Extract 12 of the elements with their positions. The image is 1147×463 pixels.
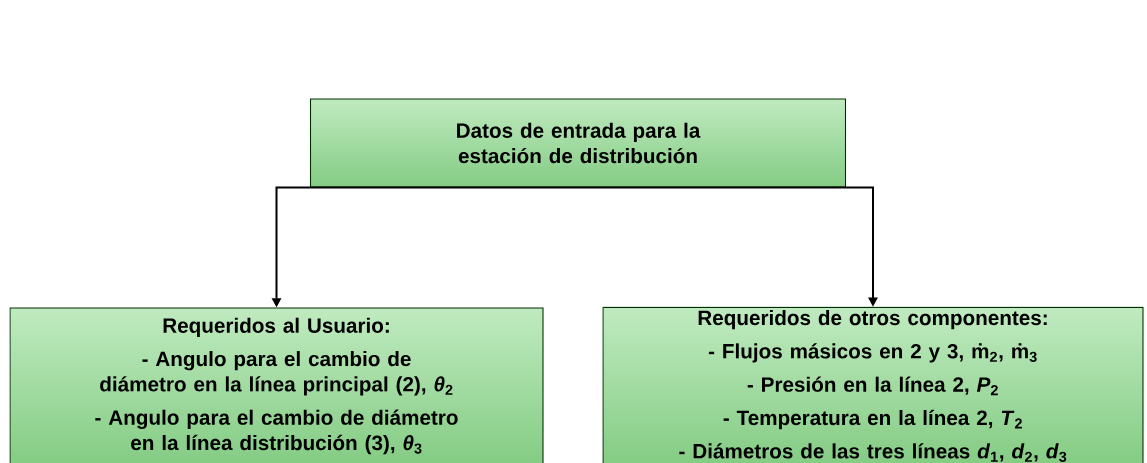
box-heading: Requeridos de otros componentes: [698,310,1047,330]
list-item: - Flujos másicos en 2 y 3, ṁ$_{2}$, ṁ$_{3}$ [708,343,1037,363]
list-item: - Angulo para el cambio de diámetro en la línea principal (2), θ$_{2}$ [100,351,453,396]
list-item: - Presión en la línea 2, P$_{2}$ [747,376,998,396]
box-heading: Requeridos al Usuario: [163,317,389,337]
process-box [9,307,544,463]
list-item: - Angulo para el cambio de diámetro en la línea distribución (3), θ$_{3}$ [95,409,458,455]
process-box [602,306,1144,463]
list-item: - Diámetros de las tres líneas d$_{1}$, d$_{2}$, d$_{3}$ [679,443,1067,462]
box-heading: Datos de entrada para la estación de distribución [457,122,701,164]
process-box [309,98,847,188]
list-item: - Temperatura en la línea 2, T$_{2}$ [723,409,1022,430]
